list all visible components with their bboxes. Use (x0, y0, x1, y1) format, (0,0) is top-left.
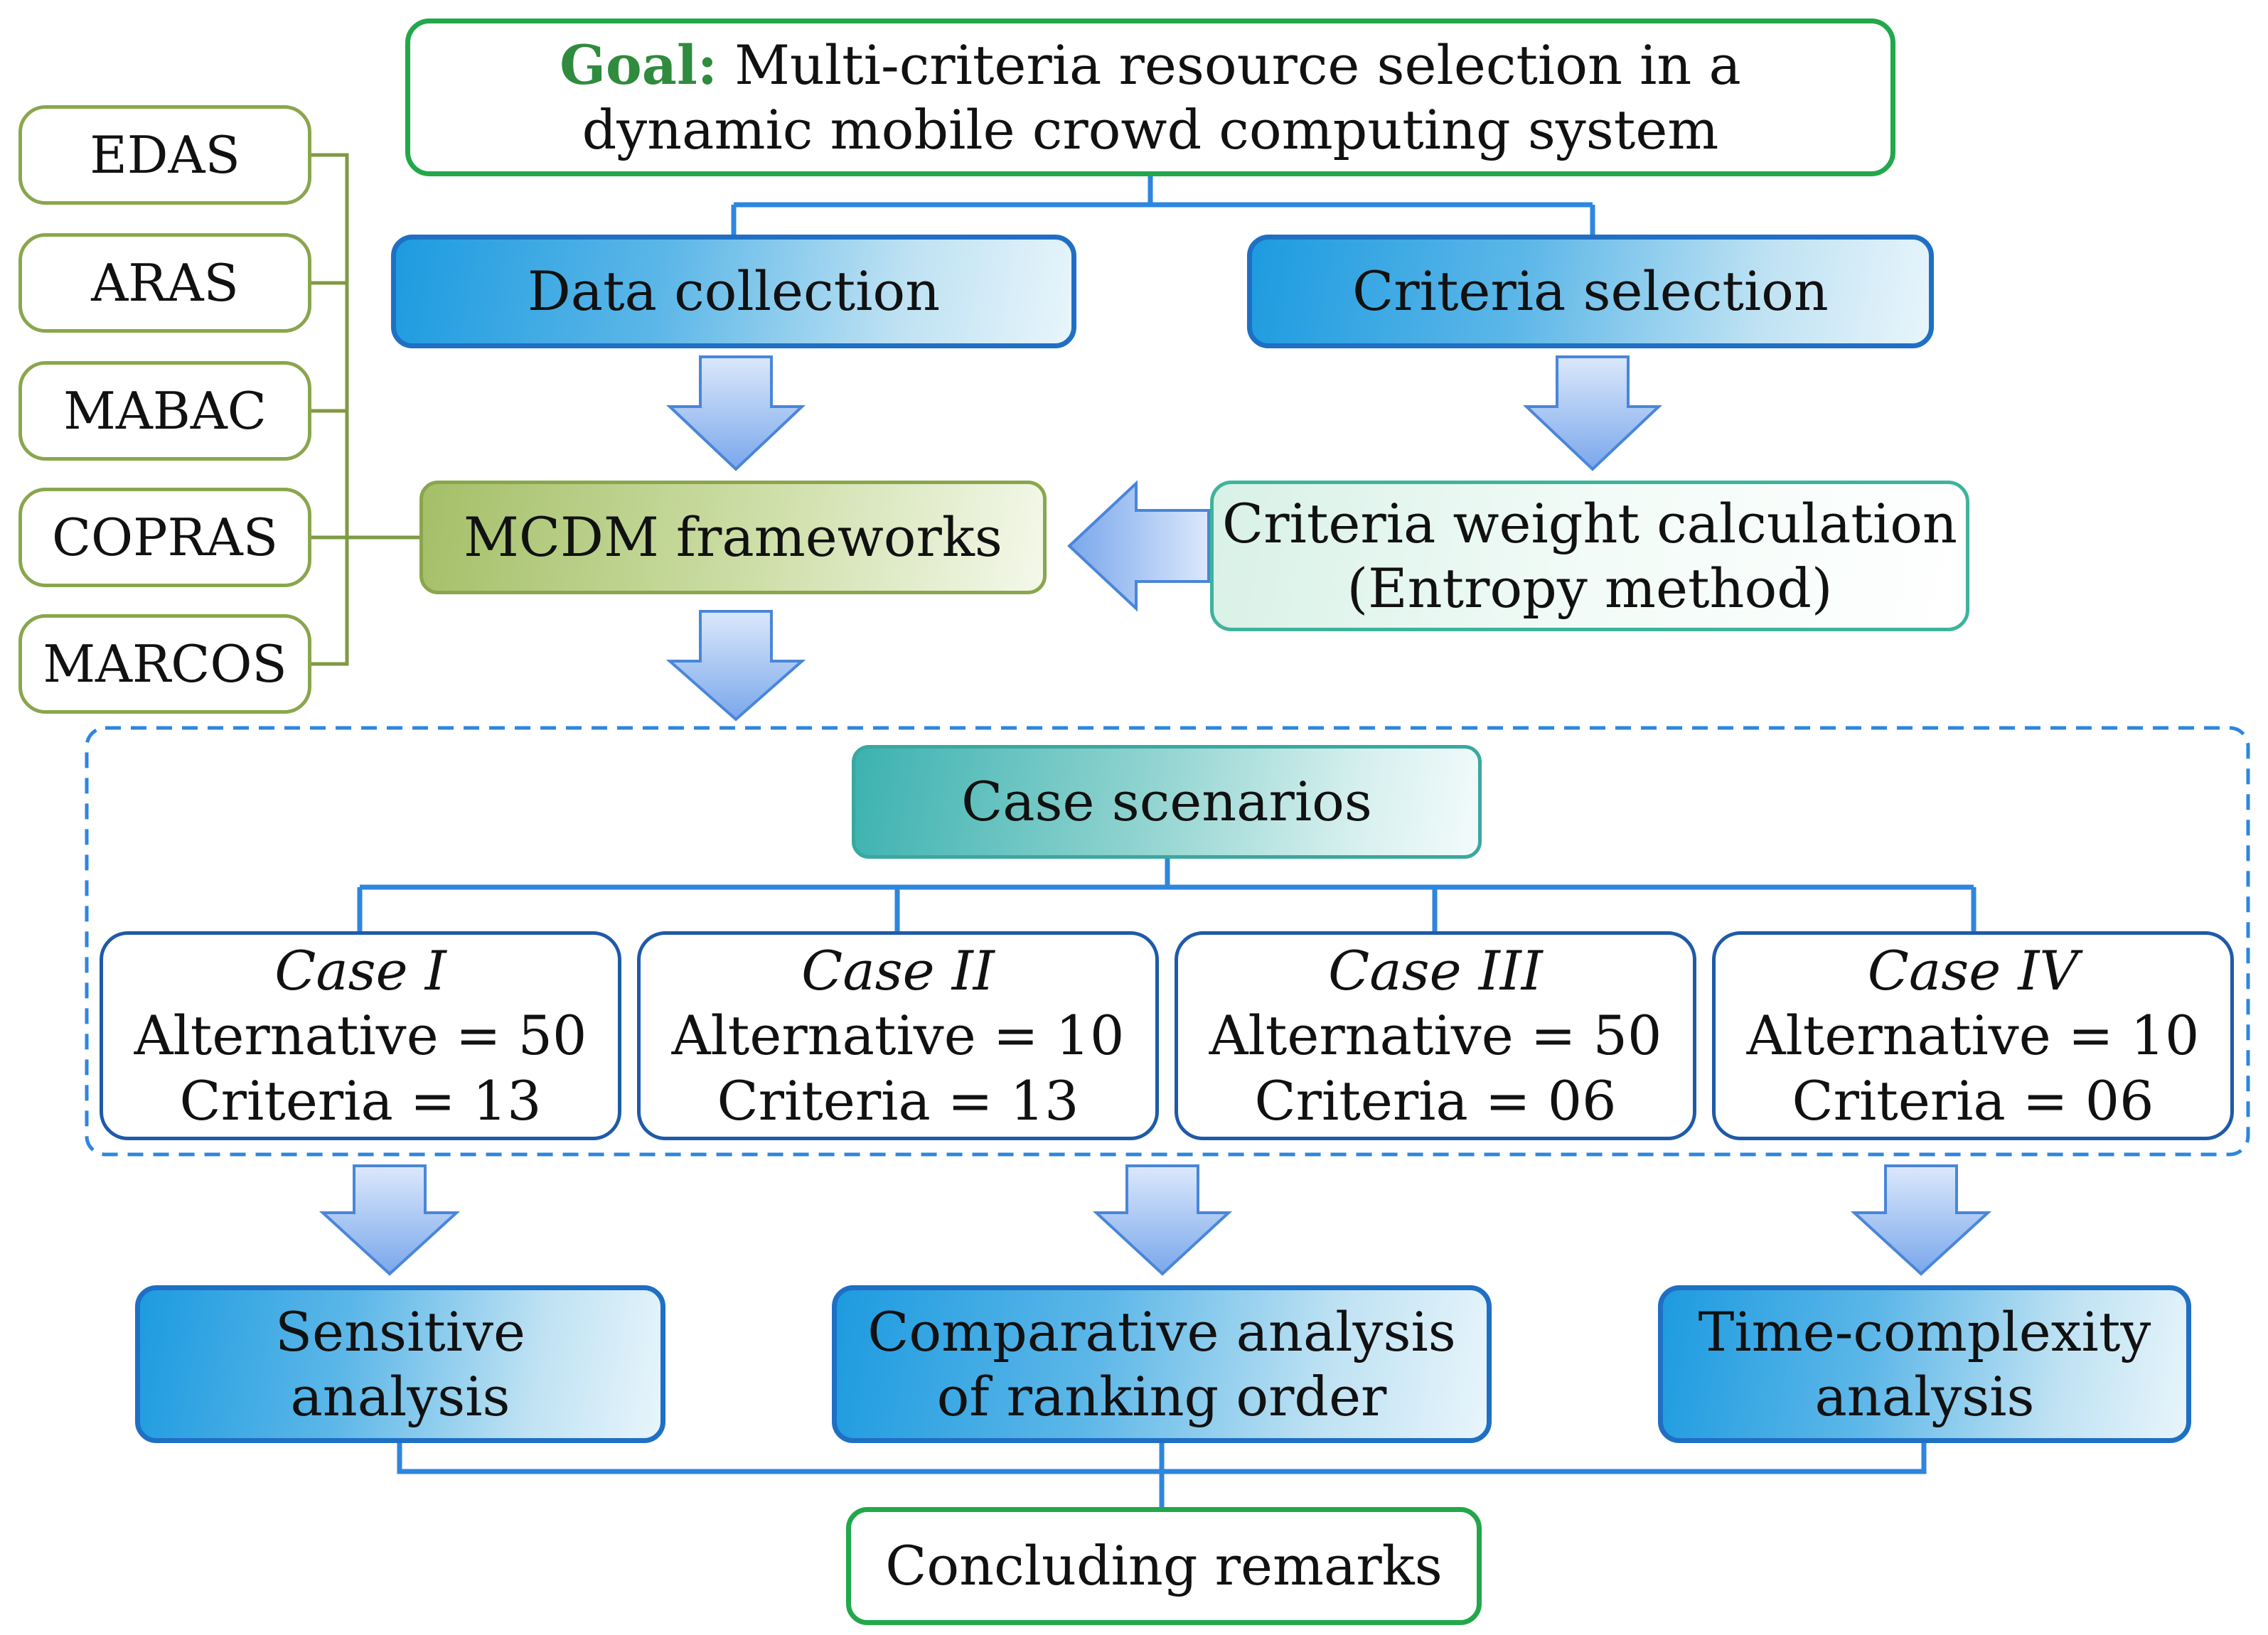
case-3-criteria: Criteria = 06 (1254, 1068, 1617, 1132)
case-group-dashed-border (85, 726, 2250, 1157)
method-aras-label: ARAS (91, 252, 239, 313)
method-aras-box: ARAS (18, 233, 311, 333)
data-collection-label: Data collection (527, 259, 941, 323)
case-scenarios-box: Case scenarios (852, 745, 1482, 859)
method-copras-box: COPRAS (18, 488, 311, 587)
sensitive-analysis-line-2: analysis (290, 1365, 510, 1428)
case-branch-connector (357, 859, 1977, 931)
case-scenarios-label: Case scenarios (961, 770, 1372, 834)
arrow-down-time-complexity (1850, 1164, 1992, 1276)
comparative-analysis-line-2: of ranking order (936, 1365, 1387, 1428)
method-copras-label: COPRAS (51, 507, 279, 567)
goal-box: Goal: Multi-criteria resource selection … (405, 18, 1895, 176)
time-complexity-line-1: Time-complexity (1698, 1299, 2151, 1363)
arrow-left-weight-to-mcdm (1067, 480, 1210, 612)
criteria-weight-line-2: (Entropy method) (1347, 557, 1833, 620)
case-4-name: Case IV (1867, 939, 2079, 1003)
method-edas-box: EDAS (18, 105, 311, 205)
criteria-selection-label: Criteria selection (1352, 259, 1829, 323)
comparative-analysis-box: Comparative analysis of ranking order (832, 1285, 1492, 1443)
arrow-down-mcdm (665, 610, 806, 722)
sensitive-analysis-line-1: Sensitive (274, 1299, 526, 1363)
case-4-box: Case IV Alternative = 10 Criteria = 06 (1712, 931, 2234, 1140)
case-3-name: Case III (1328, 939, 1543, 1003)
arrow-down-criteria-selection (1522, 355, 1663, 471)
criteria-weight-box: Criteria weight calculation (Entropy met… (1210, 481, 1969, 631)
sensitive-analysis-box: Sensitive analysis (135, 1285, 665, 1443)
case-4-alternative: Alternative = 10 (1746, 1004, 2200, 1068)
method-mabac-label: MABAC (63, 380, 267, 441)
analysis-merge-connector (397, 1443, 1927, 1507)
case-2-name: Case II (801, 939, 995, 1003)
concluding-remarks-box: Concluding remarks (846, 1507, 1482, 1625)
case-3-box: Case III Alternative = 50 Criteria = 06 (1175, 931, 1696, 1140)
criteria-selection-box: Criteria selection (1247, 235, 1934, 348)
method-marcos-box: MARCOS (18, 614, 311, 714)
method-marcos-label: MARCOS (43, 633, 287, 694)
data-collection-box: Data collection (391, 235, 1076, 348)
concluding-remarks-label: Concluding remarks (885, 1534, 1443, 1598)
case-3-alternative: Alternative = 50 (1209, 1004, 1662, 1068)
goal-text-1: Multi-criteria resource selection in a (734, 33, 1741, 97)
goal-connector (731, 176, 1595, 235)
arrow-down-data-collection (665, 355, 806, 471)
method-edas-label: EDAS (90, 124, 240, 185)
time-complexity-line-2: analysis (1814, 1365, 2035, 1428)
arrow-down-comparative (1092, 1164, 1233, 1276)
case-2-box: Case II Alternative = 10 Criteria = 13 (637, 931, 1159, 1140)
goal-line-1: Goal: Multi-criteria resource selection … (560, 33, 1741, 97)
arrow-down-sensitive (319, 1164, 461, 1276)
case-1-alternative: Alternative = 50 (134, 1004, 587, 1068)
method-bracket (309, 153, 421, 666)
mcdm-frameworks-box: MCDM frameworks (419, 481, 1047, 594)
goal-text-2: dynamic mobile crowd computing system (582, 98, 1719, 161)
case-2-alternative: Alternative = 10 (671, 1004, 1125, 1068)
case-1-criteria: Criteria = 13 (179, 1068, 542, 1132)
mcdm-frameworks-label: MCDM frameworks (464, 505, 1002, 569)
case-1-name: Case I (274, 939, 446, 1003)
goal-label: Goal: (560, 33, 717, 97)
case-1-box: Case I Alternative = 50 Criteria = 13 (100, 931, 621, 1140)
case-2-criteria: Criteria = 13 (717, 1068, 1079, 1132)
case-4-criteria: Criteria = 06 (1792, 1068, 2154, 1132)
criteria-weight-line-1: Criteria weight calculation (1222, 491, 1957, 555)
method-mabac-box: MABAC (18, 361, 311, 461)
comparative-analysis-line-1: Comparative analysis (867, 1299, 1456, 1363)
time-complexity-analysis-box: Time-complexity analysis (1658, 1285, 2191, 1443)
